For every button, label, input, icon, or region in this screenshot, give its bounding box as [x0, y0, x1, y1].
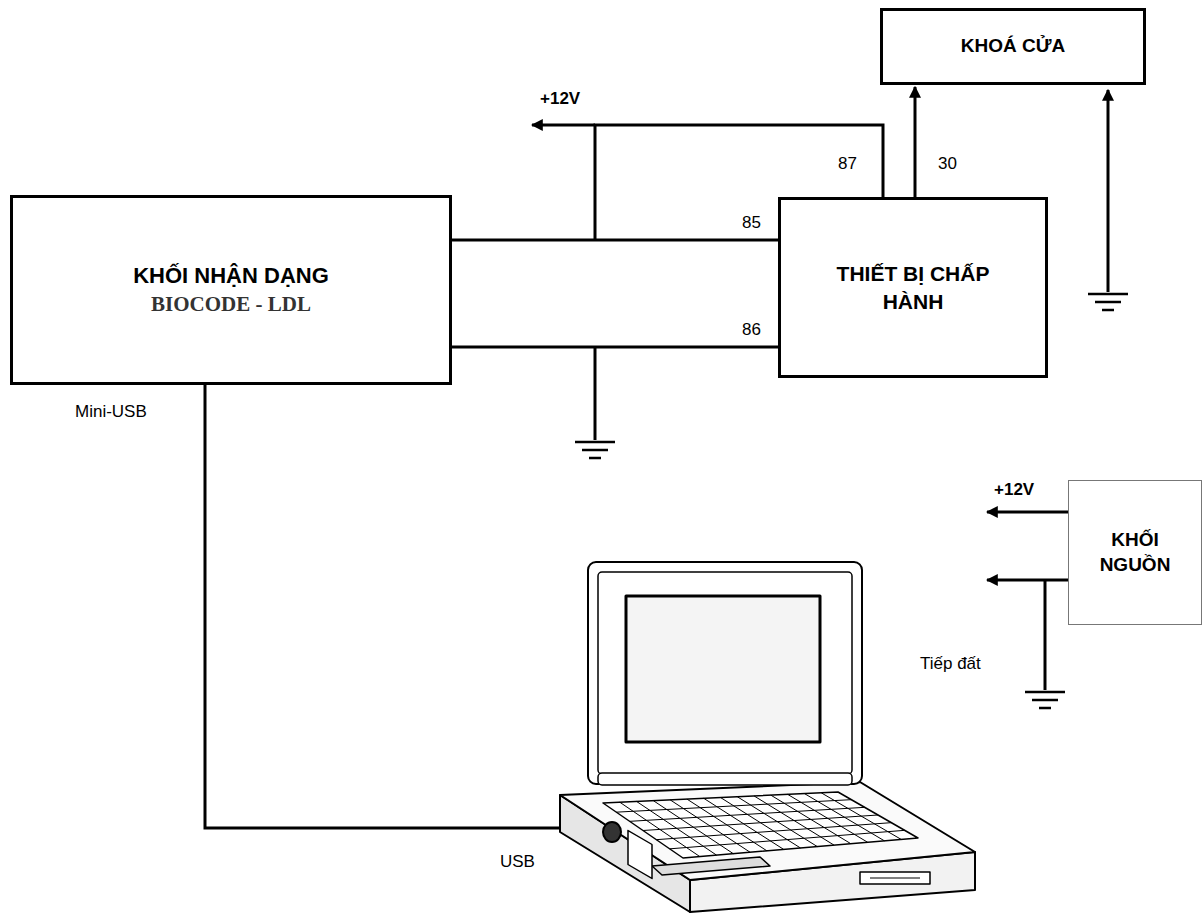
- keyboard-column: [687, 799, 767, 851]
- block-title: KHỐI NGUỒN: [1080, 528, 1190, 577]
- pin-number: 85: [740, 213, 763, 234]
- keyboard-column: [821, 793, 901, 840]
- keyboard-column: [737, 797, 817, 847]
- block-title: KHỐI NHẬN DẠNG: [133, 262, 329, 291]
- keyboard-column: [704, 798, 784, 849]
- supply-arrow: [987, 579, 1076, 582]
- port-label: USB: [498, 852, 537, 873]
- supply-wire: [595, 125, 883, 240]
- door-lock-box: KHOÁ CỬA: [880, 8, 1146, 85]
- keyboard-column: [771, 795, 851, 844]
- keyboard-column: [721, 798, 801, 849]
- supply-arrow: [532, 124, 595, 127]
- connector-wire: [914, 87, 917, 197]
- supply-arrow: [987, 511, 1076, 514]
- keyboard-column: [804, 794, 884, 841]
- power-supply-box: KHỐI NGUỒN: [1068, 480, 1202, 625]
- actuator-box: THIẾT BỊ CHẤP HÀNH: [778, 197, 1048, 378]
- ground-wire: [1044, 580, 1047, 690]
- keyboard-column: [788, 794, 868, 842]
- pin-number: 87: [836, 154, 859, 175]
- keyboard-column: [670, 800, 750, 852]
- connector-wire: [452, 239, 778, 242]
- keyboard-column: [754, 796, 834, 845]
- port-label: Mini-USB: [73, 402, 149, 423]
- laptop-illustration: [560, 562, 975, 912]
- ground-symbol: [575, 442, 615, 458]
- ground-symbol: [1025, 692, 1065, 708]
- ground-symbol: [1088, 294, 1128, 310]
- block-title: THIẾT BỊ CHẤP HÀNH: [833, 260, 993, 315]
- connector-wire: [452, 346, 778, 349]
- keyboard-column: [653, 801, 733, 854]
- pin-number: 30: [936, 154, 959, 175]
- ground-wire: [594, 347, 597, 440]
- voltage-label: +12V: [992, 480, 1036, 501]
- pin-number: 86: [740, 320, 763, 341]
- voltage-label: +12V: [538, 89, 582, 110]
- block-title: KHOÁ CỬA: [961, 34, 1065, 59]
- ground-wire: [1107, 90, 1110, 292]
- usb-cable: [205, 385, 585, 828]
- model-name: BIOCODE - LDL: [151, 291, 311, 318]
- ground-label: Tiếp đất: [918, 654, 983, 675]
- recognition-block: KHỐI NHẬN DẠNGBIOCODE - LDL: [10, 195, 452, 385]
